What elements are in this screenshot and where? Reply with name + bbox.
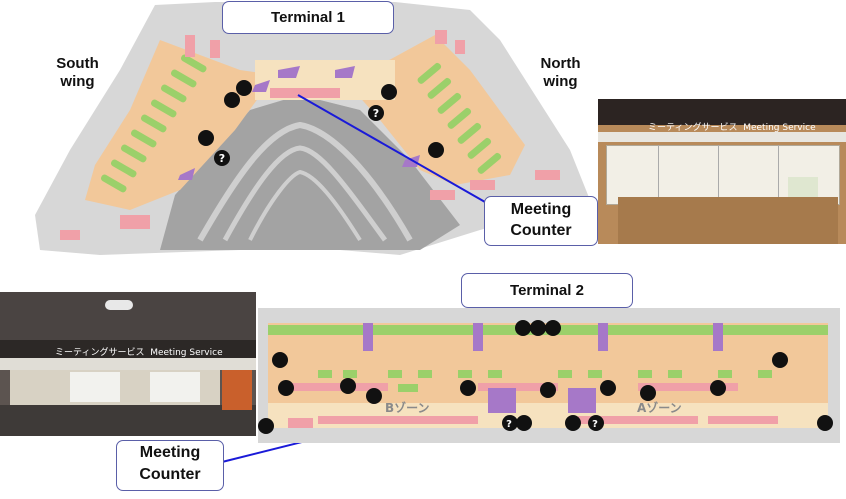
svg-text:?: ? bbox=[506, 419, 512, 430]
terminal1-photo-sign: ミーティングサービス Meeting Service bbox=[648, 123, 816, 133]
svg-text:?: ? bbox=[219, 152, 225, 165]
terminal2-counter-photo: ミーティングサービス Meeting Service bbox=[0, 292, 256, 436]
terminal1-counter-photo: ミーティングサービス Meeting Service bbox=[598, 99, 846, 244]
svg-text:?: ? bbox=[592, 419, 598, 430]
terminal2-meeting-counter-label: Meeting Counter bbox=[116, 440, 224, 491]
terminal1-map: ? ? bbox=[35, 2, 590, 255]
zone-b-label: Bゾーン bbox=[385, 401, 430, 415]
zone-a-label: Aゾーン bbox=[637, 401, 682, 415]
terminal1-meeting-counter-label: Meeting Counter bbox=[484, 196, 598, 246]
terminal2-map: ? ? bbox=[258, 308, 840, 443]
north-wing-label: North wing bbox=[540, 55, 581, 90]
south-wing-label: South wing bbox=[56, 55, 99, 90]
terminal1-title: Terminal 1 bbox=[222, 1, 394, 34]
terminal2-title: Terminal 2 bbox=[461, 273, 633, 308]
svg-text:?: ? bbox=[373, 107, 379, 120]
terminal2-photo-sign: ミーティングサービス Meeting Service bbox=[55, 348, 223, 358]
